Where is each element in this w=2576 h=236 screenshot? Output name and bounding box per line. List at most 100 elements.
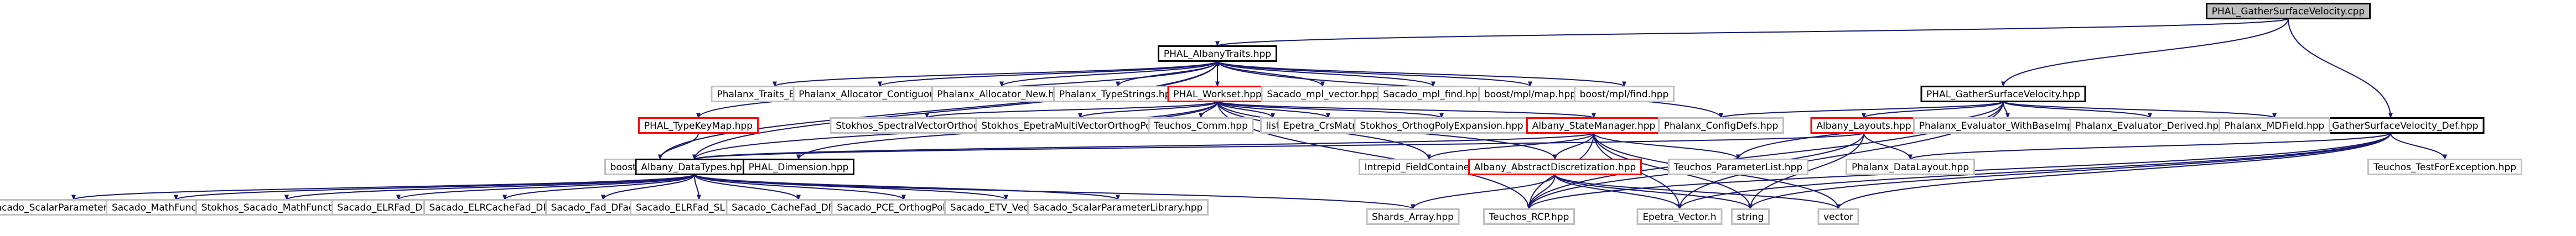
node-box: [2219, 117, 2330, 134]
edge-abstractdisc-to-shards_array: [1411, 174, 1556, 210]
edge-datatypes-to-fad_dfad: [601, 174, 695, 201]
node-label: Sacado_Fad_DFad.hpp: [551, 202, 656, 213]
node-datalayout: Phalanx_DataLayout.hpp: [1846, 159, 1975, 175]
node-vector: vector: [1817, 208, 1859, 225]
node-label: PHAL_Workset.hpp: [1173, 89, 1261, 100]
node-mpl_find: Sacado_mpl_find.hpp: [1377, 86, 1490, 102]
node-box: [2367, 159, 2522, 175]
node-label: Albany_DataTypes.hpp: [641, 162, 748, 173]
edge-datatypes-to-scalarparamlibrary: [694, 174, 1120, 201]
edge-abstractdisc-to-string: [1554, 174, 1753, 210]
edge-root-to-gsv_def: [2288, 18, 2393, 119]
edge-albanytraits-to-datatypes: [692, 61, 1218, 160]
edge-datatypes-to-elrfad_slfad: [694, 174, 701, 201]
edge-layouts-to-datalayout: [1863, 133, 1912, 160]
node-label: Teuchos_ParameterList.hpp: [1673, 162, 1803, 173]
edge-albanytraits-to-boost_find: [1217, 60, 1626, 87]
edge-albanytraits-to-alloc_contig: [878, 60, 1218, 87]
node-label: Phalanx_ConfigDefs.hpp: [1664, 120, 1779, 132]
node-label: Sacado_PCE_OrthogPoly.hpp: [837, 202, 970, 213]
node-box: [1354, 117, 1530, 134]
node-alloc_new: Phalanx_Allocator_New.hpp: [931, 86, 1072, 102]
node-box: [1366, 208, 1460, 225]
node-box: [1468, 159, 1642, 175]
edge-albanytraits-to-mpl_find: [1217, 60, 1435, 87]
node-label: Albany_Layouts.hpp: [1816, 120, 1911, 132]
node-label: Stokhos_OrthogPolyExpansion.hpp: [1360, 120, 1523, 132]
edge-gsv_hpp-to-configdefs: [1719, 101, 2004, 119]
node-box: [1027, 199, 1209, 216]
node-box: [2206, 3, 2371, 19]
node-mpl_vector: Sacado_mpl_vector.hpp: [1261, 86, 1385, 102]
edge-typekeymap-to-boost_vector: [658, 133, 699, 160]
node-label: boost/mpl/find.hpp: [1580, 89, 1669, 100]
node-typekeymap[interactable]: PHAL_TypeKeyMap.hpp: [638, 117, 759, 134]
edge-workset-to-stokhos_orthopoly: [1217, 101, 1444, 119]
node-label: Teuchos_Comm.hpp: [1153, 120, 1248, 132]
node-gsv_hpp[interactable]: PHAL_GatherSurfaceVelocity.hpp: [1920, 86, 2086, 102]
node-layouts[interactable]: Albany_Layouts.hpp: [1810, 117, 1917, 134]
node-label: Sacado_ELRCacheFad_DFad.hpp: [429, 202, 580, 213]
node-box: [1574, 86, 1675, 102]
node-label: Shards_Array.hpp: [1372, 212, 1454, 223]
node-label: Phalanx_MDField.hpp: [2225, 120, 2325, 132]
node-albanytraits[interactable]: PHAL_AlbanyTraits.hpp: [1158, 45, 1277, 62]
node-root[interactable]: PHAL_GatherSurfaceVelocity.cpp: [2206, 3, 2371, 19]
edge-workset-to-crsmatrix: [1217, 101, 1330, 119]
edge-gsv_hpp-to-layouts: [1862, 101, 2004, 119]
edge-datatypes-to-elrfad_dfad: [396, 174, 695, 201]
edge-layouts-to-datatypes: [692, 132, 1864, 160]
edge-gsv_def-to-string: [1748, 133, 2391, 210]
node-label: Stokhos_Sacado_MathFunctions.hpp: [201, 202, 372, 213]
node-workset[interactable]: PHAL_Workset.hpp: [1167, 86, 1268, 102]
node-box: [2069, 117, 2231, 134]
node-label: boost/mpl/map.hpp: [1484, 89, 1576, 100]
edge-datatypes-to-etv_vector: [694, 174, 1008, 201]
node-box: [638, 117, 759, 134]
node-eval_derived: Phalanx_Evaluator_Derived.hpp: [2069, 117, 2231, 134]
node-box: [1668, 159, 1808, 175]
node-box: [1158, 45, 1277, 62]
node-label: Phalanx_Evaluator_Derived.hpp: [2075, 120, 2225, 132]
node-label: PHAL_TypeKeyMap.hpp: [644, 120, 753, 132]
node-mdfield: Phalanx_MDField.hpp: [2219, 117, 2330, 134]
node-label: Phalanx_DataLayout.hpp: [1852, 162, 1969, 173]
node-paramlist: Teuchos_ParameterList.hpp: [1668, 159, 1808, 175]
node-label: PHAL_GatherSurfaceVelocity_Def.hpp: [2303, 120, 2478, 132]
node-label: PHAL_AlbanyTraits.hpp: [1164, 49, 1271, 60]
edge-workset-to-stokhos_eparamulti: [1078, 101, 1218, 119]
edge-gsv_def-to-epetra_vector: [1677, 133, 2391, 210]
edge-datatypes-to-elrcachefad_dfad: [502, 174, 695, 201]
node-statemanager[interactable]: Albany_StateManager.hpp: [1526, 117, 1661, 134]
node-label: Phalanx_TypeStrings.hpp: [1059, 89, 1176, 100]
node-label: Teuchos_RCP.hpp: [1489, 212, 1569, 223]
node-box: [1377, 86, 1490, 102]
node-string: string: [1731, 208, 1770, 225]
node-datatypes[interactable]: Albany_DataTypes.hpp: [635, 159, 754, 175]
edge-datatypes-to-shards_array: [694, 174, 1415, 210]
node-typestrings: Phalanx_TypeStrings.hpp: [1053, 86, 1183, 102]
node-label: Epetra_CrsMatrix.h: [1283, 120, 1373, 132]
edge-statemanager-to-datatypes: [692, 132, 1594, 160]
edge-workset-to-stokhos_spectral: [925, 101, 1218, 119]
edge-datatypes-to-stokhos_mathfunctions: [284, 174, 695, 201]
node-configdefs: Phalanx_ConfigDefs.hpp: [1658, 117, 1784, 134]
node-box: [1920, 86, 2086, 102]
node-label: PHAL_GatherSurfaceVelocity.hpp: [1926, 89, 2080, 100]
node-dimension[interactable]: PHAL_Dimension.hpp: [743, 159, 854, 175]
node-boost_map: boost/mpl/map.hpp: [1478, 86, 1582, 102]
node-label: Stokhos_EpetraMultiVectorOrthogPoly.hpp: [981, 120, 1179, 132]
edge-datatypes-to-pce_orthogpoly: [694, 174, 906, 201]
node-label: Sacado_mpl_find.hpp: [1383, 89, 1483, 100]
node-label: Stokhos_SpectralVectorOrthogPoly.hpp: [836, 120, 1018, 132]
node-box: [1846, 159, 1975, 175]
edge-gsv_hpp-to-eval_derived: [2003, 101, 2152, 119]
node-label: Sacado_mpl_vector.hpp: [1267, 89, 1378, 100]
node-box: [1167, 86, 1268, 102]
node-label: Albany_StateManager.hpp: [1532, 120, 1656, 132]
edge-root-to-gsv_hpp: [2001, 18, 2289, 87]
node-abstractdisc[interactable]: Albany_AbstractDiscretization.hpp: [1468, 159, 1642, 175]
node-label: Phalanx_Evaluator_WithBaseImpl.hpp: [1919, 120, 2096, 132]
node-label: Intrepid_FieldContainer.hpp: [1365, 162, 1494, 173]
